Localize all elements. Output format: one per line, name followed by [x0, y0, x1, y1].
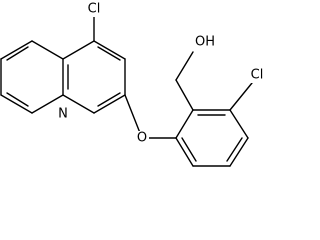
- bond: [31, 94, 64, 114]
- atom-n-quinoline: N: [58, 107, 70, 122]
- bond: [0, 94, 33, 114]
- bond: [175, 137, 194, 167]
- chemical-structure: Cl N O OH Cl: [0, 1, 267, 167]
- bond: [124, 94, 143, 139]
- bond: [175, 109, 194, 139]
- bond: [31, 40, 64, 60]
- bond: [97, 46, 121, 61]
- bond: [6, 92, 29, 107]
- bond: [229, 109, 249, 139]
- atom-labels: Cl N O OH Cl: [58, 2, 267, 146]
- bond: [62, 94, 95, 114]
- bond: [226, 137, 243, 162]
- bond: [229, 137, 249, 167]
- atom-label: O: [137, 131, 147, 146]
- bond: [97, 92, 121, 107]
- atom-label: Cl: [88, 2, 101, 17]
- atom-cl-quinoline: Cl: [84, 2, 104, 17]
- bond: [93, 94, 126, 114]
- bond: [175, 51, 194, 81]
- bond: [175, 79, 194, 111]
- atom-label: N: [58, 107, 68, 122]
- bond: [93, 40, 126, 60]
- atom-label: OH: [195, 35, 215, 50]
- bond: [6, 46, 29, 61]
- atom-o-ether: O: [135, 131, 149, 146]
- bond: [181, 137, 197, 162]
- bond: [229, 82, 253, 111]
- bond: [62, 40, 95, 60]
- atom-cl-phenyl: Cl: [247, 68, 267, 83]
- bond: [0, 40, 33, 60]
- atom-label: Cl: [251, 68, 264, 83]
- atom-oh-hydroxyl: OH: [193, 35, 217, 50]
- bonds: [0, 13, 253, 167]
